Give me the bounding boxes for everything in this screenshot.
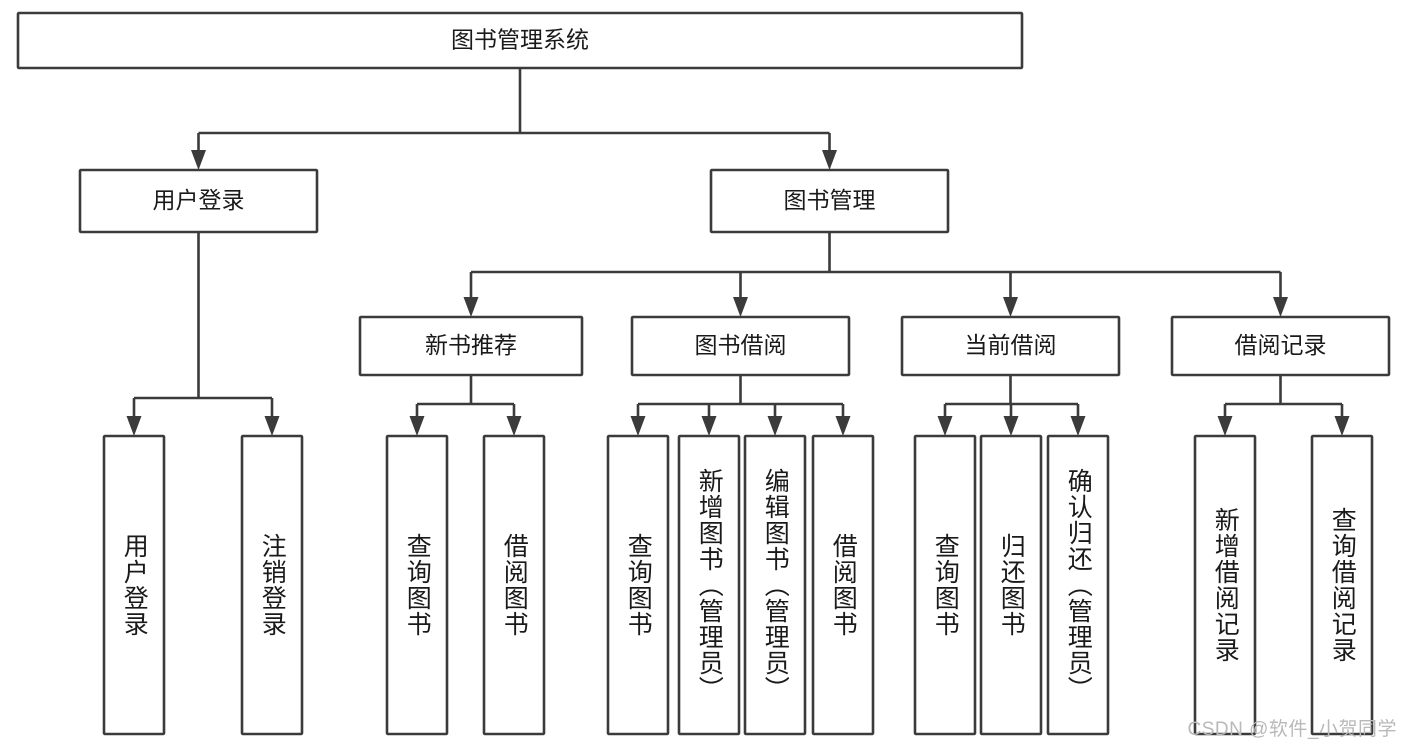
node-leaf-user-login[interactable] (102, 434, 166, 736)
node-book-borrow-label: 图书借阅 (695, 332, 787, 358)
node-root-label: 图书管理系统 (451, 27, 589, 53)
arrow-head-icon (264, 416, 280, 436)
arrow-head-icon (191, 150, 206, 170)
node-leaf-confirm-return-admin[interactable] (1046, 434, 1110, 736)
node-book-manage[interactable] (709, 168, 950, 234)
node-current-borrow[interactable] (900, 315, 1121, 377)
node-borrow-record-label: 借阅记录 (1235, 332, 1327, 358)
arrow-head-icon (822, 150, 837, 170)
node-book-borrow[interactable] (630, 315, 851, 377)
arrow-head-icon (630, 416, 646, 436)
arrow-head-icon (126, 416, 142, 436)
node-new-book-recommend[interactable] (358, 315, 584, 377)
arrow-head-icon (1273, 297, 1288, 317)
arrow-head-icon (1070, 416, 1086, 436)
node-borrow-record[interactable] (1170, 315, 1391, 377)
arrow-head-icon (1003, 416, 1019, 436)
node-user-login-label: 用户登录 (153, 187, 245, 213)
node-root[interactable] (16, 11, 1024, 70)
node-book-manage-label: 图书管理 (784, 187, 876, 213)
node-boxes-layer (16, 11, 1391, 736)
arrow-head-icon (409, 416, 425, 436)
node-leaf-query-book-1[interactable] (385, 434, 449, 736)
arrow-head-icon (1217, 416, 1233, 436)
node-new-book-recommend-label: 新书推荐 (425, 332, 517, 358)
node-leaf-borrow-book-1[interactable] (482, 434, 546, 736)
node-leaf-query-book-3[interactable] (913, 434, 977, 736)
node-leaf-add-book-admin[interactable] (677, 434, 741, 736)
node-leaf-user-logout[interactable] (240, 434, 304, 736)
node-leaf-return-book[interactable] (979, 434, 1043, 736)
node-leaf-query-borrow-record[interactable] (1310, 434, 1374, 736)
arrow-head-icon (701, 416, 717, 436)
arrow-head-icon (1003, 297, 1018, 317)
node-leaf-query-book-2[interactable] (606, 434, 670, 736)
node-leaf-edit-book-admin[interactable] (743, 434, 807, 736)
arrow-head-icon (937, 416, 953, 436)
arrow-head-icon (1334, 416, 1350, 436)
node-user-login[interactable] (78, 168, 319, 234)
arrow-head-icon (733, 297, 748, 317)
arrow-head-icon (506, 416, 522, 436)
connectors-layer (126, 68, 1350, 436)
arrow-head-icon (767, 416, 783, 436)
node-leaf-add-borrow-record[interactable] (1193, 434, 1257, 736)
arrow-head-icon (835, 416, 851, 436)
watermark-text: CSDN @软件_小贺同学 (1187, 719, 1397, 740)
node-leaf-borrow-book-2[interactable] (811, 434, 875, 736)
node-current-borrow-label: 当前借阅 (965, 332, 1057, 358)
arrow-head-icon (463, 297, 479, 317)
